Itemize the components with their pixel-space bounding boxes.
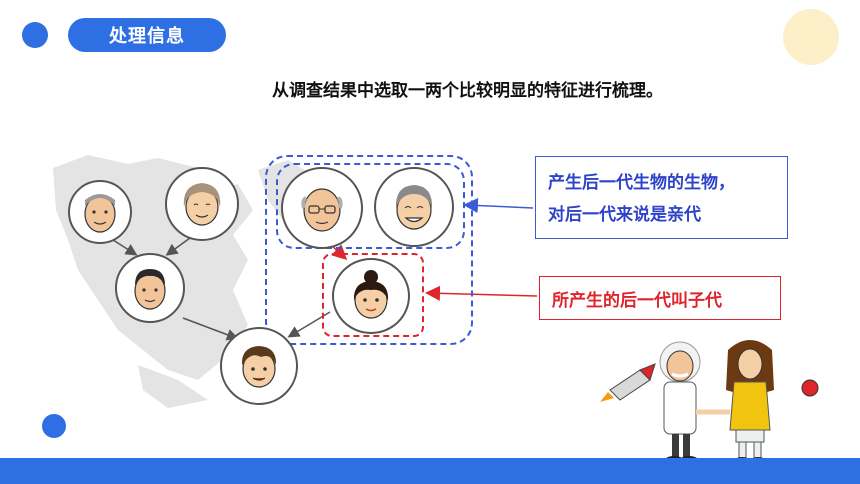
parents-definition-box: 产生后一代生物的生物， 对后一代来说是亲代 xyxy=(535,156,788,239)
scientists-illustration xyxy=(600,340,819,465)
einstein-figure xyxy=(659,341,701,464)
corner-dot-top-left xyxy=(22,22,48,48)
footer-bar xyxy=(0,458,860,484)
grandma-smiling-portrait xyxy=(374,167,454,247)
decor-yellow-circle xyxy=(783,9,839,65)
parents-pair-outline xyxy=(276,163,465,249)
instruction-text: 从调查结果中选取一两个比较明显的特征进行梳理。 xyxy=(272,81,663,101)
child-outline xyxy=(322,253,424,337)
father-portrait xyxy=(115,253,185,323)
parents-definition-line1: 产生后一代生物的生物， xyxy=(548,173,735,193)
old-woman-smile-icon xyxy=(395,185,433,230)
apple-icon xyxy=(801,379,819,397)
rocket-icon xyxy=(600,363,656,402)
page-title: 处理信息 xyxy=(68,18,226,52)
corner-dot-bottom-left xyxy=(42,414,66,438)
newton-figure xyxy=(726,340,774,465)
child-definition-box: 所产生的后一代叫子代 xyxy=(539,276,781,320)
parents-group-outline xyxy=(265,155,473,345)
child-boy-portrait xyxy=(220,327,298,405)
grandfather-portrait xyxy=(68,180,132,244)
child-definition-text: 所产生的后一代叫子代 xyxy=(552,290,722,311)
bald-man-glasses-icon xyxy=(301,188,343,232)
woman-face-icon xyxy=(353,270,389,319)
grandpa-glasses-portrait xyxy=(281,167,363,249)
man-face-icon xyxy=(134,269,166,310)
grandmother-portrait xyxy=(165,167,239,241)
old-woman-face-icon xyxy=(183,183,221,226)
mother-portrait xyxy=(332,258,410,334)
old-man-face-icon xyxy=(84,194,116,233)
parents-definition-line2: 对后一代来说是亲代 xyxy=(548,205,701,225)
boy-face-icon xyxy=(241,346,277,388)
